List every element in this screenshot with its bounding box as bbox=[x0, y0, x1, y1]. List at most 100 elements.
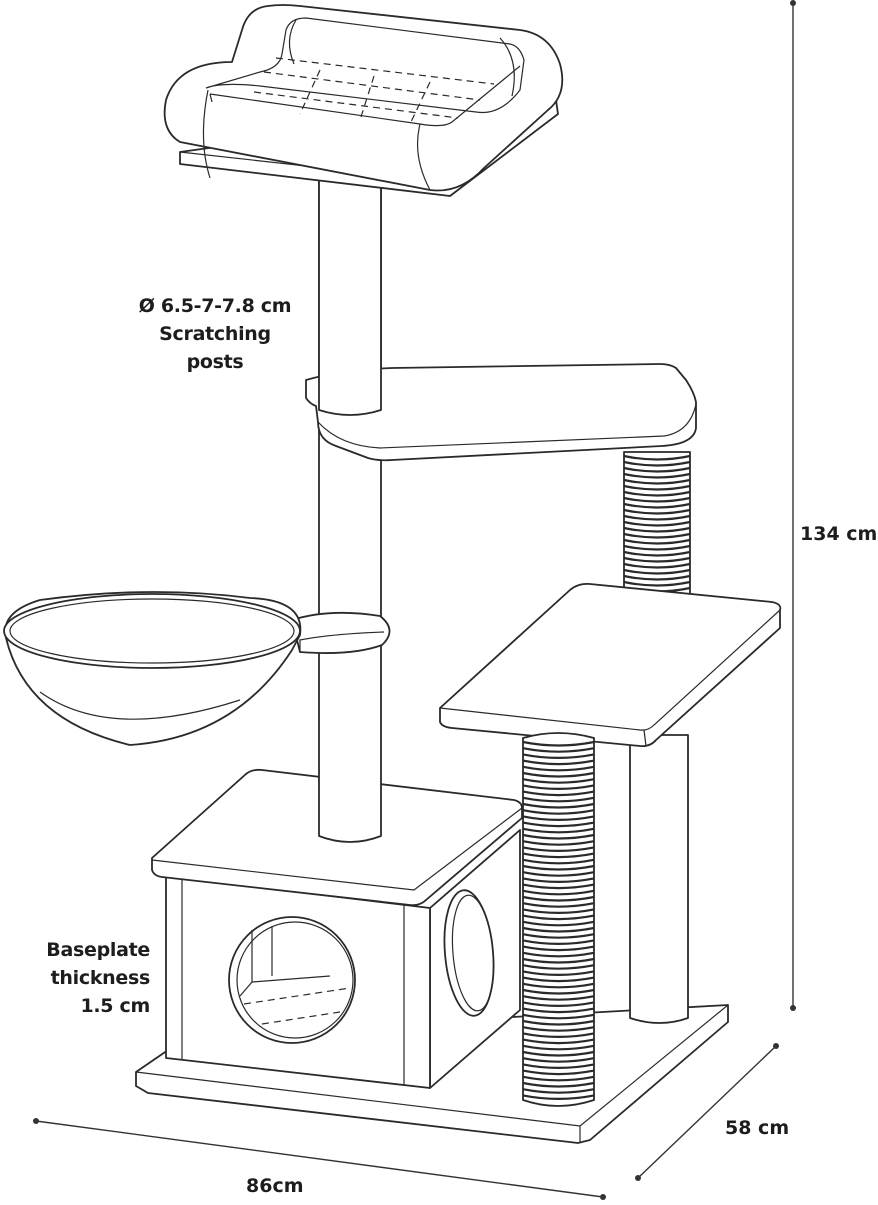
rope-winding bbox=[522, 871, 595, 877]
rope-winding bbox=[522, 957, 595, 964]
height-label: 134 cm bbox=[800, 523, 877, 545]
rope-winding bbox=[522, 1013, 595, 1020]
upper-platform bbox=[305, 363, 697, 462]
rope-winding bbox=[522, 1001, 595, 1007]
post-diameter-line3: posts bbox=[186, 351, 244, 373]
rope-winding bbox=[623, 544, 691, 551]
rope-winding bbox=[522, 1094, 595, 1100]
rope-winding bbox=[522, 951, 595, 958]
middle-platform bbox=[439, 582, 782, 748]
rope-winding bbox=[522, 1069, 595, 1076]
rope-winding bbox=[522, 740, 595, 747]
central-post-upper bbox=[318, 179, 382, 416]
rope-winding bbox=[623, 538, 691, 545]
depth-label: 58 cm bbox=[725, 1117, 789, 1139]
rope-winding bbox=[522, 858, 595, 865]
rope-winding bbox=[522, 914, 595, 921]
rope-winding bbox=[623, 562, 691, 569]
rope-winding bbox=[522, 1038, 595, 1045]
rope-winding bbox=[623, 502, 691, 509]
rope-winding bbox=[522, 1007, 595, 1014]
rope-winding bbox=[522, 840, 595, 846]
rope-winding bbox=[522, 920, 595, 927]
rope-winding bbox=[522, 815, 595, 821]
rope-winding bbox=[623, 526, 691, 533]
rope-winding bbox=[522, 1057, 595, 1063]
top-bed bbox=[163, 4, 564, 197]
height-dimension-line bbox=[790, 0, 796, 1011]
rope-winding bbox=[623, 454, 691, 461]
rope-winding bbox=[522, 759, 595, 766]
rope-winding bbox=[522, 964, 595, 970]
rope-winding bbox=[522, 902, 595, 908]
rope-winding bbox=[623, 514, 691, 521]
rope-winding bbox=[623, 520, 691, 527]
rope-winding bbox=[522, 864, 595, 871]
bowl-hammock bbox=[3, 591, 391, 746]
rope-winding bbox=[522, 1081, 595, 1088]
rope-winding bbox=[522, 1044, 595, 1051]
post-diameter-line2: Scratching bbox=[159, 323, 271, 345]
rope-winding bbox=[522, 790, 595, 797]
rope-winding bbox=[623, 550, 691, 557]
post-diameter-line1: Ø 6.5-7-7.8 cm bbox=[138, 295, 292, 317]
width-label: 86cm bbox=[246, 1175, 304, 1197]
rope-winding bbox=[522, 877, 595, 883]
rope-winding bbox=[623, 496, 691, 503]
rope-winding bbox=[522, 784, 595, 790]
baseplate-line1: Baseplate bbox=[46, 939, 150, 961]
rope-winding bbox=[522, 753, 595, 759]
rope-winding bbox=[522, 1050, 595, 1057]
rope-winding bbox=[522, 809, 595, 815]
rope-winding bbox=[623, 532, 691, 539]
post-diameter-label: Ø 6.5-7-7.8 cm Scratching posts bbox=[130, 292, 300, 376]
depth-dimension-line bbox=[635, 1043, 779, 1181]
baseplate-line2: thickness bbox=[50, 967, 151, 989]
rope-winding bbox=[623, 478, 691, 485]
upper-sisal-post bbox=[623, 451, 691, 625]
rope-winding bbox=[623, 490, 691, 497]
rope-winding bbox=[522, 933, 595, 939]
rope-winding bbox=[623, 508, 691, 515]
rope-winding bbox=[522, 1026, 595, 1032]
rope-winding bbox=[522, 1088, 595, 1094]
baseplate-label: Baseplate thickness 1.5 cm bbox=[20, 936, 150, 1020]
rope-winding bbox=[522, 939, 595, 945]
rope-winding bbox=[522, 982, 595, 989]
rope-winding bbox=[522, 995, 595, 1001]
rope-winding bbox=[522, 895, 595, 902]
rope-winding bbox=[522, 821, 595, 828]
rope-winding bbox=[522, 846, 595, 852]
rope-winding bbox=[623, 472, 691, 479]
rope-winding bbox=[522, 988, 595, 995]
rope-winding bbox=[522, 827, 595, 834]
rope-winding bbox=[522, 1019, 595, 1026]
rope-winding bbox=[522, 778, 595, 784]
rope-winding bbox=[522, 802, 595, 809]
rope-winding bbox=[522, 852, 595, 859]
rope-winding bbox=[522, 976, 595, 983]
baseplate-line3: 1.5 cm bbox=[80, 995, 150, 1017]
rope-winding bbox=[522, 1063, 595, 1069]
width-dimension-line bbox=[33, 1118, 606, 1200]
rope-winding bbox=[522, 926, 595, 933]
rope-winding bbox=[623, 484, 691, 491]
rope-winding bbox=[522, 1032, 595, 1038]
rope-winding bbox=[623, 466, 691, 473]
rope-winding bbox=[522, 1075, 595, 1082]
rope-winding bbox=[623, 568, 691, 575]
rope-winding bbox=[522, 771, 595, 778]
rope-winding bbox=[522, 747, 595, 753]
rope-winding bbox=[623, 580, 691, 587]
rope-winding bbox=[522, 945, 595, 952]
rope-winding bbox=[522, 970, 595, 976]
rope-winding bbox=[522, 889, 595, 896]
rope-winding bbox=[522, 883, 595, 890]
rope-winding bbox=[623, 574, 691, 581]
rear-right-post bbox=[629, 734, 689, 1024]
lower-sisal-post bbox=[522, 732, 595, 1107]
rope-winding bbox=[623, 460, 691, 467]
rope-winding bbox=[522, 833, 595, 840]
